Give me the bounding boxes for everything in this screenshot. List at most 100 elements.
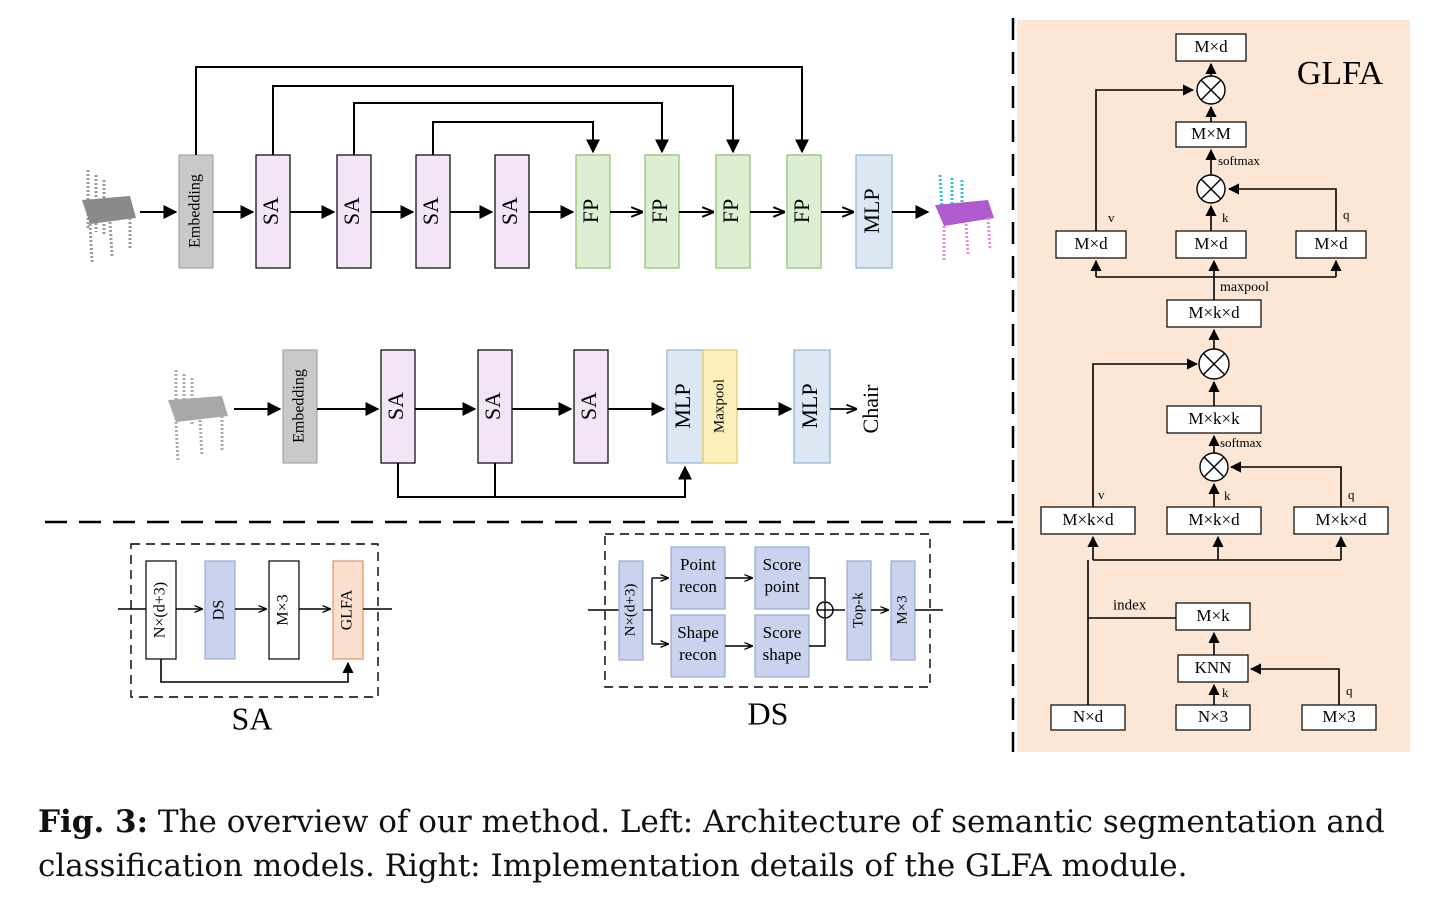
cls-sa-label-3: SA [576,392,601,420]
ds-topk-block [846,560,872,661]
glfa-mm-label: M×M [1191,124,1231,143]
glfa-mkk-label: M×k×k [1188,409,1240,428]
cls-sa-label-2: SA [480,392,505,420]
cls-sa-block-2 [477,349,513,464]
glfa-knn-label: KNN [1195,658,1232,677]
glfa-out-label: M×d [1194,37,1228,56]
cls-output-label: Chair [858,384,883,434]
sa-m3-block [268,560,300,660]
glfa-v2-label: M×k×d [1062,510,1114,529]
sa-ds-label: DS [211,600,228,620]
cls-mlp-label-1: MLP [670,383,695,428]
seg-fp-block-3 [715,154,751,269]
glfa-nd-label: N×d [1073,707,1104,726]
seg-fp-label-2: FP [647,199,672,223]
glfa-k1-label: M×d [1194,234,1228,253]
cls-sa-block-1 [380,349,416,464]
glfa-mkd-label: M×k×d [1188,303,1240,322]
glfa-q2-box [1293,506,1389,535]
cls-embedding-label: Embedding [291,369,308,443]
cls-maxpool-block [702,349,738,464]
sa-ds-block [204,560,236,660]
glfa-v-label-2: v [1098,487,1105,502]
input-chair-pointcloud-seg [82,170,136,263]
output-chair-pointcloud-seg [935,174,994,260]
seg-embedding-label: Embedding [187,174,204,248]
ds-shape-recon-block [670,614,726,678]
ds-input-block [618,560,644,661]
input-chair-pointcloud-cls [168,370,228,463]
ds-score-point-label-1: Score [763,555,802,574]
glfa-n3-box [1175,704,1251,731]
ds-m3-block [890,560,916,661]
cls-mlp-block-2 [793,349,831,464]
sa-title: SA [232,700,273,736]
glfa-k2-box [1166,506,1262,535]
seg-embedding-block [178,154,214,269]
seg-fp-label-1: FP [578,199,603,223]
glfa-q1-label: M×d [1314,234,1348,253]
cls-aggregation-line [397,463,692,498]
glfa-m3-box [1301,704,1377,731]
seg-fp-label-4: FP [789,199,814,223]
figure-caption: Fig. 3: The overview of our method. Left… [38,800,1428,888]
ds-input-label: N×(d+3) [622,584,638,637]
glfa-q2-label: M×k×d [1315,510,1367,529]
glfa-n3-label: N×3 [1198,707,1228,726]
sa-m3-label: M×3 [275,594,292,625]
seg-sa-label-4: SA [497,197,522,225]
ds-score-point-label-2: point [765,577,800,596]
glfa-out-box [1175,33,1247,62]
ds-m3-label: M×3 [894,595,910,624]
glfa-knn-box [1177,654,1249,683]
seg-sa-block-4 [494,154,530,269]
ds-title: DS [748,695,789,731]
glfa-q-label-1: q [1343,207,1350,222]
sa-glfa-label: GLFA [339,589,356,630]
seg-sa-label-3: SA [418,197,443,225]
cls-mlp-label-2: MLP [797,383,822,428]
glfa-q1-box [1295,230,1367,259]
ds-topk-label: Top-k [850,592,866,628]
glfa-mkk-box [1166,405,1262,434]
segmentation-pipeline: Embedding SA SA SA SA FP FP FP FP MLP [82,66,994,269]
classification-pipeline: Embedding SA SA SA MLP Maxpool MLP Chair [168,349,883,498]
glfa-index-label: index [1113,597,1147,613]
cls-sa-block-3 [573,349,609,464]
cls-embedding-block [282,349,318,464]
glfa-v-label-1: v [1108,210,1115,225]
ds-score-shape-block [754,614,810,678]
glfa-mkd-box [1166,299,1262,328]
cls-mlp-block-1 [666,349,704,464]
seg-sa-label-2: SA [339,197,364,225]
glfa-mm-box [1175,121,1247,148]
ds-block-detail: N×(d+3) Point recon Shape recon Score po… [588,533,943,731]
sa-dashed-box [130,543,379,698]
ds-shape-recon-label-1: Shape [677,623,719,642]
ds-shape-recon-label-2: recon [679,645,717,664]
glfa-v2-box [1040,506,1136,535]
glfa-q-label-2: q [1348,487,1355,502]
skip-connection-1 [195,66,809,155]
skip-connection-2 [272,85,740,155]
glfa-q-label-3: q [1346,683,1353,698]
seg-sa-block-2 [336,154,372,269]
glfa-v1-label: M×d [1074,234,1108,253]
glfa-mk-label: M×k [1196,606,1230,625]
glfa-softmax-label-1: softmax [1218,153,1260,168]
glfa-maxpool-label: maxpool [1220,280,1269,295]
glfa-mk-box [1175,602,1251,631]
cls-sa-label-1: SA [383,392,408,420]
glfa-m3-label: M×3 [1322,707,1355,726]
seg-fp-label-3: FP [718,199,743,223]
glfa-detail: GLFA M×d M×M softmax M×d M×d M×d v k q [1040,33,1389,731]
skip-connection-3 [353,102,669,155]
glfa-k-label-1: k [1222,210,1229,225]
skip-connection-4 [432,121,600,155]
glfa-title: GLFA [1297,55,1384,92]
sa-glfa-block [332,560,364,660]
seg-fp-block-2 [644,154,680,269]
ds-score-shape-label-1: Score [763,623,802,642]
sa-block-detail: N×(d+3) DS M×3 GLFA SA [118,543,392,736]
caption-text: The overview of our method. Left: Archit… [38,804,1385,884]
